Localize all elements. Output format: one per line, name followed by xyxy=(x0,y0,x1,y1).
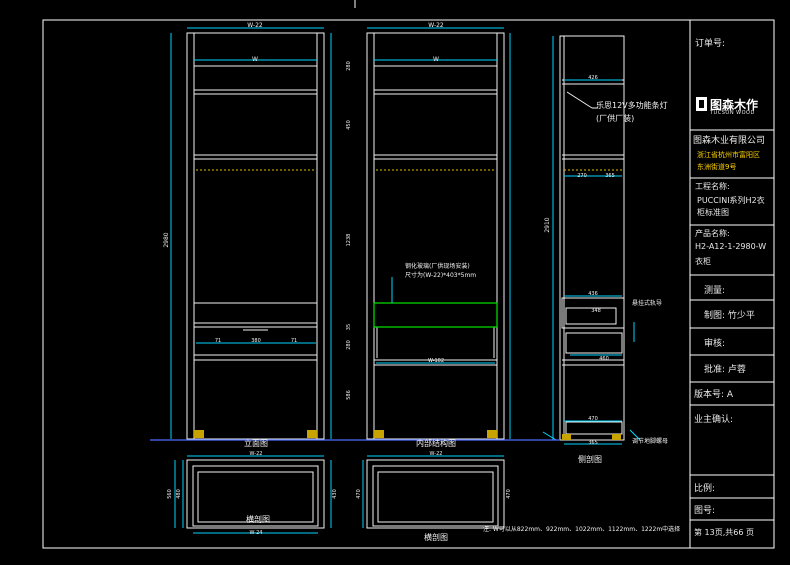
product-value-1: H2-A12-1-2980-W xyxy=(695,242,767,251)
page-info: 第 13页,共66 页 xyxy=(694,528,754,537)
internal-view-title: 内部结构图 xyxy=(416,438,456,448)
dim-front-d2: 450 xyxy=(346,120,352,130)
dim-sec-w1: W-22 xyxy=(250,451,263,457)
led-note-line1: 乐思12V多功能条灯 xyxy=(596,100,668,110)
dim-side-d8: 365 xyxy=(588,440,598,446)
led-leader xyxy=(566,91,593,109)
section-title-2: 横剖图 xyxy=(424,532,448,542)
dim-front-inner: W xyxy=(252,56,258,63)
dim-sec-h1: 480 xyxy=(176,489,182,499)
dim-front-d4: 35 xyxy=(346,324,352,330)
dim-front-d3: 1238 xyxy=(346,234,352,247)
side-dimensions xyxy=(542,36,641,445)
dim-front-d6: 586 xyxy=(346,390,352,400)
version-label: 版本号: A xyxy=(694,390,734,400)
owner-confirm-label: 业主确认: xyxy=(694,415,734,425)
internal-dimensions xyxy=(367,27,511,439)
plan-section-dimensions xyxy=(174,455,504,534)
front-elevation xyxy=(186,32,325,440)
led-note-line2: (厂供厂装) xyxy=(596,113,634,123)
front-leveler-left xyxy=(194,430,204,438)
dim-front-top: W-22 xyxy=(247,22,263,29)
side-view-title: 侧剖图 xyxy=(578,454,602,464)
dim-internal-top: W-22 xyxy=(428,22,444,29)
logo-mark-inner xyxy=(699,100,704,108)
project-value-2: 柜标准图 xyxy=(697,208,729,217)
dim-internal-width: W-102 xyxy=(428,358,444,364)
dim-front-d9: 71 xyxy=(291,338,297,344)
dim-sec-w3: W-24 xyxy=(250,530,263,536)
dim-side-d7: 470 xyxy=(588,416,598,422)
front-leveler-right xyxy=(307,430,317,438)
section-title-1: 横剖图 xyxy=(246,514,270,524)
dim-side-d5: 348 xyxy=(591,308,601,314)
project-label: 工程名称: xyxy=(695,182,730,191)
internal-leveler-left xyxy=(374,430,384,438)
dim-internal-inner: W xyxy=(433,56,439,63)
product-label: 产品名称: xyxy=(695,229,730,238)
dim-side-d6: 460 xyxy=(599,356,609,362)
slide-note: 悬挂式轨导 xyxy=(632,299,662,307)
side-leveler-right xyxy=(612,434,621,440)
side-leveler-left xyxy=(562,434,571,440)
approver-label: 批准: 卢蓉 xyxy=(704,365,746,375)
order-no-label: 订单号: xyxy=(695,39,726,49)
logo-en: TUCSON WOOD xyxy=(710,110,755,116)
drawing-border xyxy=(42,19,775,549)
dim-side-d3: 365 xyxy=(605,173,615,179)
dim-front-d1: 280 xyxy=(346,61,352,71)
dim-side-d4: 436 xyxy=(588,291,598,297)
side-section xyxy=(559,35,625,441)
dim-sec-h5: 560 xyxy=(167,489,173,499)
measure-label: 测量: xyxy=(704,286,726,296)
dim-sec-h3: 470 xyxy=(506,489,512,499)
dim-side-d2: 270 xyxy=(577,173,587,179)
address-line2: 东洲街道9号 xyxy=(697,163,737,171)
reviewer-label: 审核: xyxy=(704,339,726,349)
dim-front-d8: 380 xyxy=(251,338,261,344)
logo-cn: 图森木作 xyxy=(710,98,759,112)
title-block-grid xyxy=(689,19,775,549)
glass-note-line1: 钢化玻璃(厂供现场安装) xyxy=(405,262,470,270)
dim-side-d1: 426 xyxy=(588,75,598,81)
footnote: 注: W可以从822mm、922mm、1022mm、1122mm、1222m中选… xyxy=(483,525,680,533)
drafter-label: 制图: 竹少平 xyxy=(704,311,755,321)
drawing-no-label: 图号: xyxy=(694,506,716,516)
glass-tray xyxy=(373,302,498,328)
leveler-note: 调节地脚螺母 xyxy=(632,437,668,445)
dim-sec-w2: W-22 xyxy=(430,451,443,457)
front-dimensions xyxy=(170,27,332,439)
dim-front-d5: 280 xyxy=(346,340,352,350)
dim-front-height: 2980 xyxy=(163,232,170,247)
dim-sec-h2: 470 xyxy=(356,489,362,499)
scale-label: 比例: xyxy=(694,484,716,494)
product-value-2: 衣柜 xyxy=(695,257,711,266)
plan-section-1 xyxy=(186,459,325,529)
dim-front-d7: 71 xyxy=(215,338,221,344)
address-line1: 浙江省杭州市富阳区 xyxy=(697,151,760,159)
dim-sec-h4: 430 xyxy=(332,489,338,499)
internal-leveler-right xyxy=(487,430,497,438)
dim-side-height: 2910 xyxy=(544,217,551,232)
internal-structure xyxy=(366,32,505,440)
company-name: 图森木业有限公司 xyxy=(693,136,766,146)
project-value-1: PUCCINI系列H2衣 xyxy=(697,196,765,205)
plan-section-2 xyxy=(366,459,505,529)
glass-note-line2: 尺寸为(W-22)*403*5mm xyxy=(405,271,476,279)
front-view-title: 立面图 xyxy=(244,438,268,448)
